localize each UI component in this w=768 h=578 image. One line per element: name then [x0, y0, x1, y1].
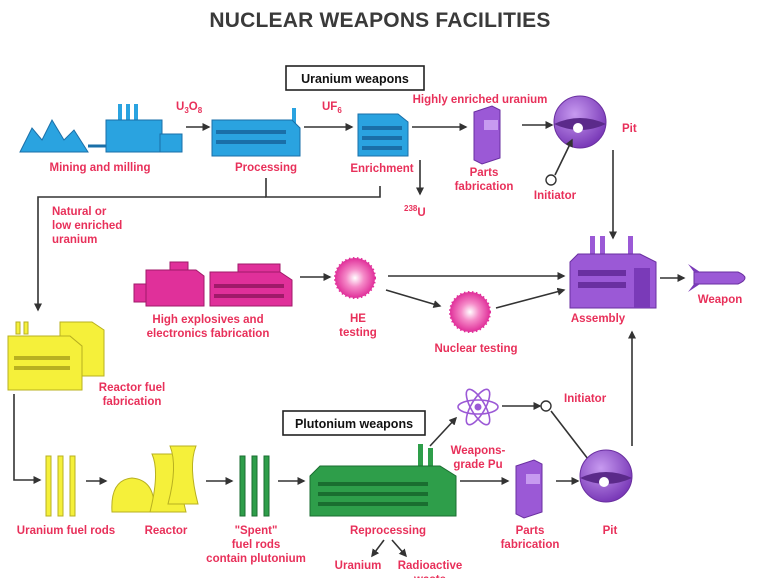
- heu-label: Highly enriched uranium: [413, 94, 548, 106]
- arrow-reactor-fuel-to-rods: [13, 394, 42, 484]
- uranium-weapons-label: Uranium weapons: [301, 72, 409, 86]
- nuclear-testing-label: Nuclear testing: [434, 343, 517, 355]
- reprocessing-label: Reprocessing: [350, 525, 426, 537]
- reactor-fuel-fabrication-building-icon: [7, 321, 105, 391]
- initiator-icon-1: [545, 174, 557, 186]
- reactor-label: Reactor: [145, 525, 188, 537]
- pit-label-1: Pit: [622, 123, 637, 135]
- arrow-reprocessing-to-uranium: [371, 539, 385, 558]
- arrow-he-testing-to-nuclear-testing: [385, 289, 442, 308]
- reprocessing-building-icon: [309, 444, 457, 517]
- uf6-label: UF6: [322, 101, 342, 115]
- uranium-weapons-box: Uranium weapons: [285, 65, 425, 91]
- weapons-grade-pu-label: Weapons-grade Pu: [451, 445, 506, 471]
- radioactive-waste-label: Radioactivewaste: [398, 560, 463, 578]
- page-title: NUCLEAR WEAPONS FACILITIES: [209, 9, 550, 32]
- mill-building-icon: [88, 104, 183, 153]
- weapon-missile-icon: [688, 264, 746, 292]
- pit-sphere-icon-2: [579, 449, 633, 503]
- initiator-label-2: Initiator: [564, 393, 607, 405]
- he-testing-burst-icon: [334, 257, 376, 299]
- weapon-label: Weapon: [698, 294, 743, 306]
- atom-icon: [457, 388, 499, 426]
- spent-fuel-rods-icon: [239, 455, 270, 517]
- assembly-building-icon: [569, 236, 657, 309]
- plutonium-weapons-box: Plutonium weapons: [282, 410, 426, 436]
- parts-fabrication-building-icon-1: [473, 105, 501, 165]
- arrow-reprocessing-to-waste: [391, 539, 407, 558]
- connector-processing-enrichment: [265, 178, 381, 198]
- he-fabrication-building-icon: [133, 261, 293, 307]
- u3o8-label: U3O8: [176, 101, 203, 115]
- arrow-to-reactor-fuel: [34, 196, 266, 312]
- initiator-icon-2: [540, 400, 552, 412]
- mining-mountains-icon: [19, 118, 89, 153]
- enrichment-label: Enrichment: [350, 163, 413, 175]
- pit-sphere-icon-1: [553, 95, 607, 149]
- uranium-fuel-rods-label: Uranium fuel rods: [17, 525, 115, 537]
- parts-fabrication-building-icon-2: [515, 459, 543, 519]
- mining-label: Mining and milling: [50, 162, 151, 174]
- processing-label: Processing: [235, 162, 297, 174]
- nuclear-testing-burst-icon: [449, 291, 491, 333]
- uranium-fuel-rods-icon: [45, 455, 76, 517]
- arrow-nuclear-testing-to-assembly: [495, 287, 566, 309]
- assembly-label: Assembly: [571, 313, 626, 325]
- u238-label: 238U: [404, 204, 426, 219]
- uranium-output-label: Uranium: [335, 560, 382, 572]
- initiator-label-1: Initiator: [534, 190, 577, 202]
- arrow-reprocessing-to-atom: [429, 416, 458, 447]
- arrow-initiator-to-pit-1: [554, 138, 573, 176]
- plutonium-weapons-label: Plutonium weapons: [295, 417, 413, 431]
- pit-label-2: Pit: [603, 525, 618, 537]
- reactor-cooling-towers-icon: [111, 445, 199, 513]
- processing-building-icon: [211, 108, 301, 157]
- enrichment-building-icon: [357, 113, 409, 157]
